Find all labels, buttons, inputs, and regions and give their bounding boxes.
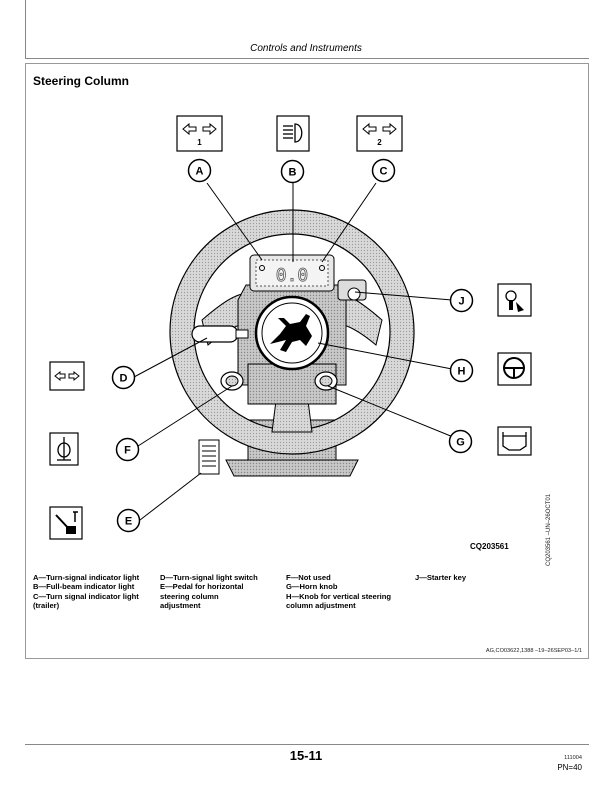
legend-column-4: J—Starter key — [415, 573, 466, 582]
legend-column-2: D—Turn-signal light switch E—Pedal for h… — [160, 573, 258, 611]
document-reference: AG,CO03622,1388 –19–26SEP03–1/1 — [485, 648, 582, 654]
callout-e: E — [116, 508, 141, 533]
svg-text:E: E — [125, 516, 132, 528]
callout-a: A — [187, 158, 212, 183]
starter-key-icon-box — [497, 283, 532, 317]
legend-item-e: E—Pedal for horizontal steering column a… — [160, 582, 244, 611]
legend-item-b: B—Full-beam indicator light — [33, 582, 135, 592]
full-beam-icon-box — [276, 115, 310, 152]
content-frame — [25, 63, 589, 659]
not-used-icon-box — [49, 432, 79, 466]
svg-text:H: H — [458, 366, 466, 378]
header-rule-vertical — [25, 0, 26, 58]
pedal-adjust-icon-box — [49, 506, 83, 540]
callout-b: B — [280, 159, 305, 184]
svg-text:B: B — [289, 167, 297, 179]
header-title: Controls and Instruments — [250, 43, 362, 54]
knob-g — [314, 371, 338, 391]
svg-text:J: J — [458, 296, 464, 308]
svg-text:D: D — [120, 373, 128, 385]
legend-item-h: H—Knob for vertical steering column adju… — [286, 591, 392, 611]
callout-h: H — [449, 358, 474, 383]
footer-rule — [25, 744, 589, 745]
steering-adjust-icon-box — [497, 352, 532, 386]
legend-item-a: A—Turn-signal indicator light — [33, 573, 140, 582]
legend-column-3: F—Not used G—Horn knob H—Knob for vertic… — [286, 573, 391, 611]
pedal-e — [198, 439, 220, 475]
svg-text:1: 1 — [197, 138, 202, 147]
page-number: 15-11 — [289, 748, 323, 763]
svg-text:A: A — [196, 166, 204, 178]
horn-icon-box — [497, 426, 532, 456]
callout-g: G — [448, 429, 473, 454]
callout-c: C — [371, 158, 396, 183]
turn-signal-icon-box-1: 1 — [176, 115, 223, 152]
svg-text:0.0: 0.0 — [276, 265, 309, 286]
legend-item-f: F—Not used — [286, 573, 331, 582]
section-title: Steering Column — [33, 74, 130, 88]
footer-pn: PN=40 — [557, 763, 582, 772]
knob-f — [220, 371, 244, 391]
svg-text:G: G — [456, 437, 465, 449]
callout-f: F — [115, 437, 140, 462]
starter-key-switch — [337, 279, 367, 301]
legend-column-1: A—Turn-signal indicator light B—Full-bea… — [33, 573, 139, 611]
legend-item-g: G—Horn knob — [286, 582, 338, 592]
svg-text:2: 2 — [377, 138, 382, 147]
turn-signal-icon-box-2: 2 — [356, 115, 403, 152]
legend-item-c: C—Turn signal indicator light (trailer) — [33, 591, 139, 611]
indicator-panel: 0.0 — [249, 254, 335, 292]
legend-item-j: J—Starter key — [415, 573, 467, 582]
turn-signal-switch-icon-box — [49, 361, 85, 391]
figure-side-code: CQ203561 –UN–26OCT01 — [546, 493, 552, 566]
leader-lines — [133, 182, 459, 521]
svg-text:F: F — [124, 445, 131, 457]
callouts: A B C D F E J H — [111, 158, 474, 533]
header-rule — [25, 58, 589, 59]
svg-text:C: C — [380, 166, 388, 178]
legend-item-d: D—Turn-signal light switch — [160, 573, 258, 582]
turn-signal-lever — [191, 325, 249, 343]
callout-j: J — [449, 288, 474, 313]
figure-caption-code: CQ203561 — [470, 542, 509, 551]
footer-code: 111004 — [564, 755, 582, 761]
callout-d: D — [111, 365, 136, 390]
deer-logo-hub — [254, 295, 330, 371]
